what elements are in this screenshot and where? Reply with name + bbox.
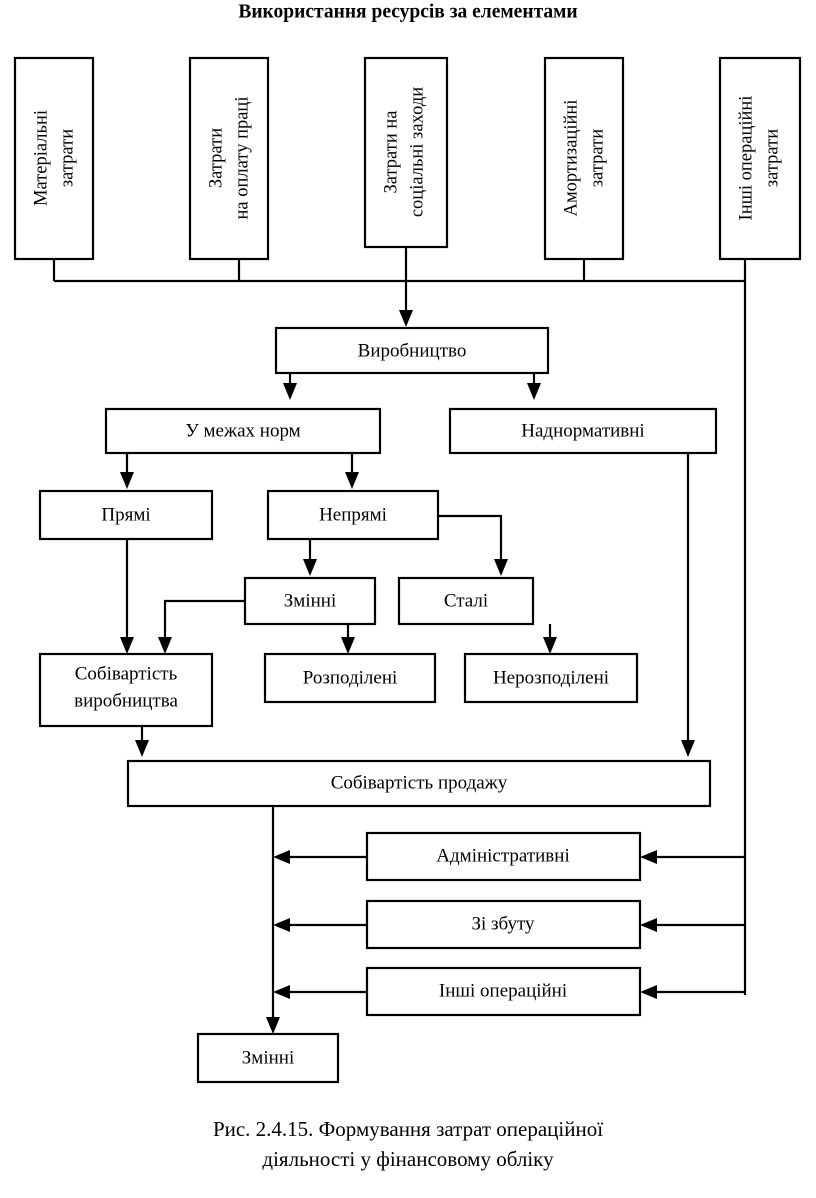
- node-within-norms[interactable]: У межах норм: [104, 407, 382, 455]
- arrowhead-rail-administrative: [640, 850, 657, 864]
- arrowhead-direct-prodcost: [120, 637, 134, 654]
- node-material-costs[interactable]: Матеріальні затрати: [13, 56, 95, 261]
- arrowhead-otherop-spine: [273, 985, 290, 999]
- node-label: Прямі: [101, 504, 150, 525]
- arrowhead-allocated: [341, 637, 355, 654]
- node-label: Змінні: [242, 1047, 294, 1068]
- figure-title: Використання ресурсів за елементами: [238, 1, 577, 22]
- node-label: Зі збуту: [471, 913, 535, 934]
- node-box: [363, 56, 449, 249]
- node-label-line2: затрати: [57, 129, 77, 187]
- node-label: Непрямі: [319, 504, 387, 525]
- node-box: [104, 407, 382, 455]
- node-other-operating-expense[interactable]: Інші операційні: [365, 966, 642, 1017]
- node-above-norms[interactable]: Наднормативні: [448, 407, 718, 455]
- node-production[interactable]: Виробництво: [274, 326, 550, 375]
- node-box: [263, 652, 437, 704]
- node-label-line1: Затрати на: [381, 110, 401, 193]
- arrowhead-variable-prodcost: [158, 637, 172, 654]
- node-box: [274, 326, 550, 375]
- node-allocated[interactable]: Розподілені: [263, 652, 437, 704]
- arrowhead-administrative-spine: [273, 850, 290, 864]
- node-label-line1: Інші операційні: [736, 96, 756, 221]
- arrowhead-unallocated: [543, 637, 557, 654]
- node-box: [13, 56, 95, 261]
- node-selling[interactable]: Зі збуту: [365, 899, 642, 950]
- node-box: [463, 652, 639, 704]
- arrowhead-fixed: [494, 559, 508, 576]
- arrowhead-rail-otherop: [640, 985, 657, 999]
- node-label-line1: Амортизаційні: [561, 100, 581, 217]
- node-box: [397, 576, 535, 626]
- node-label-line1: Матеріальні: [31, 110, 51, 206]
- node-label-line2: затрати: [762, 129, 782, 187]
- arrowhead-salecost-final: [266, 1017, 280, 1034]
- node-label: У межах норм: [185, 420, 300, 441]
- arrowhead-to-production: [399, 310, 413, 327]
- node-production-cost[interactable]: Собівартість виробництва: [38, 652, 214, 728]
- node-direct[interactable]: Прямі: [38, 489, 214, 541]
- node-variable-final[interactable]: Змінні: [196, 1032, 340, 1084]
- node-label-line2: соціальні заходи: [407, 87, 427, 217]
- node-label: Виробництво: [358, 340, 467, 361]
- arrowhead-rail-selling: [640, 918, 657, 932]
- node-fixed-indirect[interactable]: Сталі: [397, 576, 535, 626]
- node-box: [365, 966, 642, 1017]
- node-box: [718, 56, 802, 261]
- arrowhead-prodcost-salecost: [135, 740, 149, 757]
- node-box: [365, 899, 642, 950]
- node-box: [126, 759, 712, 808]
- node-label-line1: Собівартість: [75, 663, 178, 684]
- arrowhead-norms: [283, 383, 297, 400]
- node-sale-cost[interactable]: Собівартість продажу: [126, 759, 712, 808]
- node-box: [188, 56, 270, 261]
- figure-caption-line2: діяльності у фінансовому обліку: [262, 1147, 554, 1171]
- node-label: Собівартість продажу: [331, 772, 508, 793]
- arrowhead-direct: [120, 472, 134, 489]
- node-label-line2: виробництва: [74, 690, 178, 711]
- edge-variable-to-prodcost: [163, 599, 245, 643]
- node-indirect[interactable]: Непрямі: [266, 489, 440, 541]
- node-label-line1: Затрати: [206, 128, 226, 188]
- node-social-measures-costs[interactable]: Затрати на соціальні заходи: [363, 56, 449, 249]
- node-label: Нерозподілені: [493, 667, 609, 688]
- arrowhead-selling-spine: [273, 918, 290, 932]
- arrowhead-abovenorms-sale: [681, 740, 695, 757]
- edge-indirect-to-fixed: [438, 514, 503, 565]
- node-label: Наднормативні: [521, 420, 644, 441]
- node-unallocated[interactable]: Нерозподілені: [463, 652, 639, 704]
- node-variable-indirect[interactable]: Змінні: [243, 576, 377, 626]
- arrowhead-variable: [303, 559, 317, 576]
- node-other-operating-costs[interactable]: Інші операційні затрати: [718, 56, 802, 261]
- node-amortization-costs[interactable]: Амортизаційні затрати: [543, 56, 625, 261]
- node-labour-payment-costs[interactable]: Затрати на оплату праці: [188, 56, 270, 261]
- node-label: Змінні: [284, 590, 336, 611]
- node-box: [38, 489, 214, 541]
- node-box: [196, 1032, 340, 1084]
- node-box: [448, 407, 718, 455]
- figure-caption-line1: Рис. 2.4.15. Формування затрат операційн…: [213, 1117, 603, 1141]
- node-label-line2: затрати: [587, 129, 607, 187]
- node-administrative[interactable]: Адміністративні: [365, 831, 642, 882]
- arrowhead-indirect: [345, 472, 359, 489]
- node-label: Сталі: [444, 590, 488, 611]
- arrowhead-abovenorm: [527, 383, 541, 400]
- node-box: [38, 652, 214, 728]
- node-box: [266, 489, 440, 541]
- node-box: [543, 56, 625, 261]
- node-label-line2: на оплату праці: [232, 97, 252, 220]
- node-label: Інші операційні: [439, 980, 567, 1001]
- node-label: Розподілені: [303, 667, 398, 688]
- node-label: Адміністративні: [436, 845, 569, 866]
